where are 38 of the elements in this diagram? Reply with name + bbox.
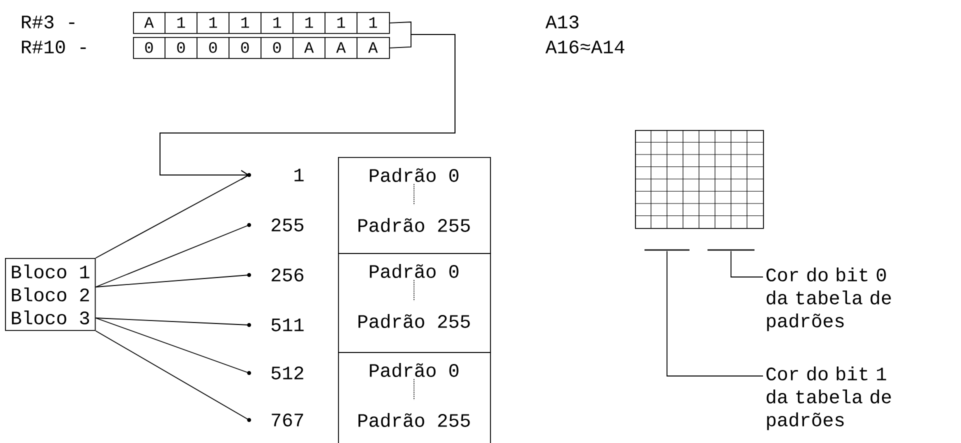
bit-value: 1 bbox=[241, 17, 250, 28]
note-text: Cor do bit 0 da tabela de padrões bbox=[766, 267, 891, 332]
pattern-name: Padrão 255 bbox=[358, 314, 470, 328]
leader-line bbox=[730, 250, 764, 278]
address-number: 512 bbox=[272, 366, 304, 380]
bit-value: 0 bbox=[241, 42, 249, 53]
pattern-name: Padrão 255 bbox=[358, 412, 470, 427]
address-number: 256 bbox=[272, 268, 304, 282]
bit-value: 1 bbox=[369, 17, 378, 28]
pattern-name: Padrão 255 bbox=[358, 218, 470, 232]
bit-value: 0 bbox=[177, 42, 185, 53]
bit-value: A bbox=[336, 42, 346, 53]
address-label: A13 bbox=[545, 16, 578, 28]
bit-value: 1 bbox=[305, 17, 314, 28]
bit-value: 1 bbox=[209, 17, 218, 28]
address-number: 511 bbox=[272, 318, 304, 332]
bit-value: 0 bbox=[145, 42, 153, 53]
bit-value: A bbox=[144, 17, 154, 28]
bit-value: 0 bbox=[273, 42, 281, 53]
pattern-name: Padrão 0 bbox=[370, 362, 458, 377]
bit-value: 1 bbox=[177, 17, 186, 28]
block-list-box: Bloco 1 Bloco 2 Bloco 3 bbox=[5, 258, 96, 331]
address-number: 1 bbox=[294, 168, 304, 182]
leader-line bbox=[666, 250, 764, 376]
address-number: 255 bbox=[272, 218, 304, 232]
register-label: R#10 - bbox=[22, 40, 86, 54]
bit-value: A bbox=[304, 42, 314, 53]
address-label: A16≈A14 bbox=[545, 40, 624, 54]
bit-value: 1 bbox=[273, 17, 282, 28]
bit-value: 1 bbox=[337, 17, 346, 28]
address-number: 767 bbox=[272, 414, 304, 426]
pattern-name: Padrão 0 bbox=[370, 168, 458, 182]
register-label: R#3 - bbox=[22, 16, 74, 28]
note-text: Cor do bit 1 da tabela de padrões bbox=[766, 366, 891, 430]
pattern-name: Padrão 0 bbox=[370, 264, 458, 278]
pixel-grid-drawing bbox=[634, 130, 764, 229]
bit-value: A bbox=[368, 42, 378, 53]
bit-value: 0 bbox=[209, 42, 217, 53]
